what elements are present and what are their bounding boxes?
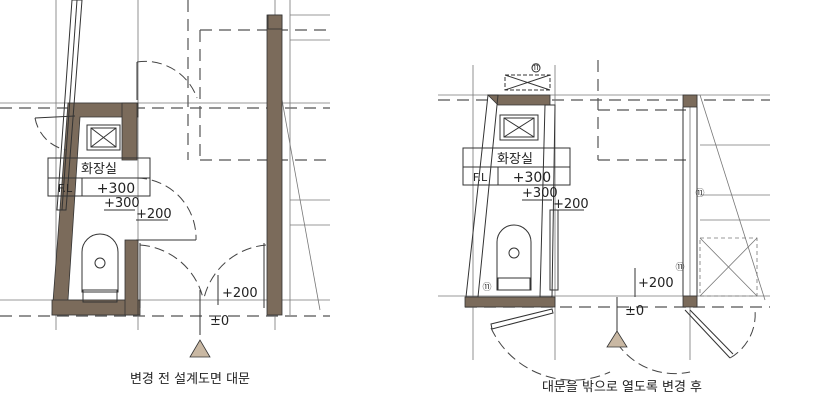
walls: [51, 0, 283, 316]
level-zero-label: ±0: [625, 304, 644, 319]
marker-symbol: ⑪: [531, 63, 540, 74]
level-label: +200: [136, 207, 172, 222]
storage-box: [504, 63, 551, 91]
fl-value: +300: [97, 181, 135, 197]
level-label: +200: [222, 286, 258, 301]
room-label-box: 화장실 F.L +300: [462, 147, 571, 186]
sink-icon: [86, 124, 121, 151]
fl-label: F.L: [58, 182, 73, 195]
plan-after: ⑪ ⑪ ⑪ ⑪ 화장실 F.L +300 +300 +200 +200 ±0: [438, 60, 770, 395]
level-label: +200: [553, 197, 589, 212]
walls: [464, 94, 698, 308]
room-label: 화장실: [81, 162, 117, 177]
level-label: +200: [638, 276, 674, 291]
caption-before: 변경 전 설계도면 대문: [130, 372, 250, 387]
level-zero-label: ±0: [210, 314, 229, 329]
marker-symbol: ⑪: [675, 262, 684, 273]
marker-symbol: ⑪: [695, 188, 704, 199]
sink-icon: [499, 114, 539, 141]
caption-after: 대문을 밖으로 열도록 변경 후: [542, 380, 702, 395]
door-swings: [34, 60, 267, 335]
grid-lines: [438, 60, 770, 360]
toilet-icon: [496, 224, 532, 291]
fl-value: +300: [513, 170, 551, 186]
door-swings: [490, 268, 756, 381]
level-label: +300: [522, 186, 558, 201]
entrance-marker-icon: [189, 339, 211, 358]
entrance-marker-icon: [606, 330, 628, 348]
level-label: +300: [104, 196, 140, 211]
room-label-box: 화장실 F.L +300: [47, 157, 151, 197]
toilet-icon: [81, 233, 119, 303]
fl-label: F.L: [473, 171, 488, 184]
plan-before: 화장실 F.L +300 +300 +200 +200 ±0 변경 전 설계도면…: [0, 0, 330, 387]
room-label: 화장실: [497, 152, 533, 167]
marker-symbol: ⑪: [482, 282, 491, 293]
